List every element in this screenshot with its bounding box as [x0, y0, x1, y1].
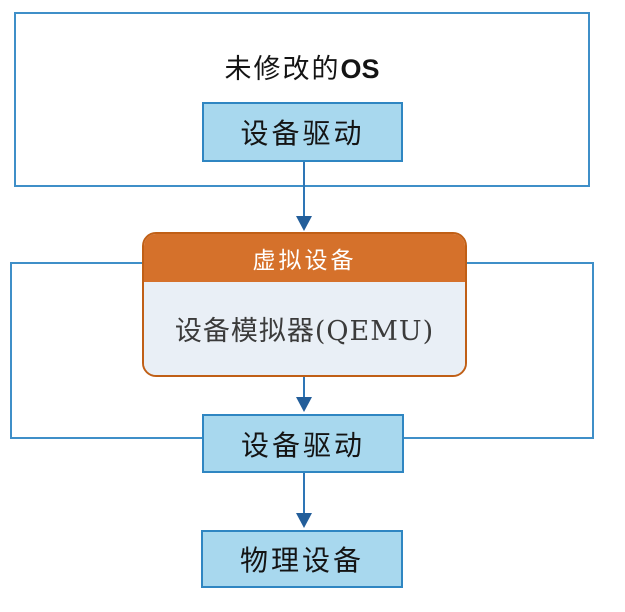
guest-os-container-box: 未修改的OS [14, 12, 590, 187]
arrow-down-driver-to-virtual [296, 162, 312, 231]
virtual-device-body: 设备模拟器(QEMU) [144, 282, 465, 375]
virtual-device-header: 虚拟设备 [144, 234, 465, 282]
guest-os-title: 未修改的OS [16, 47, 588, 86]
device-driver-bottom-node: 设备驱动 [202, 414, 404, 473]
arrow-down-driver-to-physical [296, 473, 312, 528]
device-driver-top-label: 设备驱动 [240, 117, 365, 150]
device-driver-bottom-label: 设备驱动 [240, 428, 365, 462]
guest-os-title-en: OS [340, 54, 380, 84]
physical-device-node: 物理设备 [201, 530, 403, 588]
guest-os-title-cn: 未修改的 [224, 54, 341, 85]
virtual-device-header-label: 虚拟设备 [252, 248, 357, 274]
arrow-down-virtual-to-driver [296, 377, 312, 412]
virtual-device-node: 虚拟设备 设备模拟器(QEMU) [142, 232, 467, 377]
device-emulator-label: 设备模拟器(QEMU) [174, 316, 435, 347]
device-driver-top-node: 设备驱动 [202, 102, 403, 162]
physical-device-label: 物理设备 [239, 544, 364, 577]
